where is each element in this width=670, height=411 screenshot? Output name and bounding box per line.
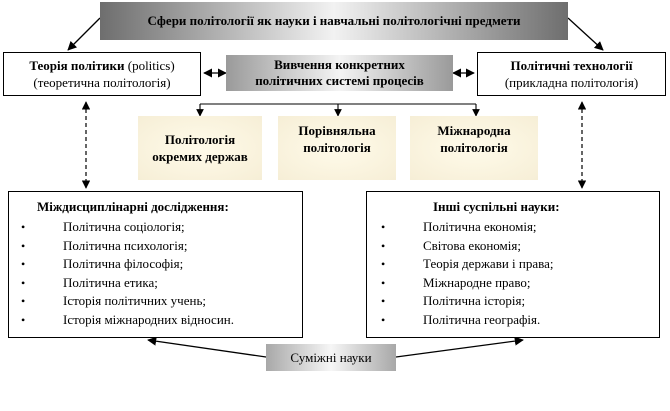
list-item: •Світова економія; xyxy=(381,237,521,253)
list-item: •Політична етика; xyxy=(21,274,158,290)
other-box: Інші суспільні науки: •Політична економі… xyxy=(366,191,660,338)
study-box: Вивчення конкретних політичних системі п… xyxy=(226,55,453,91)
arrow-related-other xyxy=(395,336,524,358)
diagram-title: Сфери політології як науки і навчальні п… xyxy=(100,2,568,40)
theory-subtitle: (теоретична політологія) xyxy=(33,75,171,90)
tech-box: Політичні технології (прикладна політоло… xyxy=(477,52,666,96)
inter-box: Міждисциплінарні дослідження: •Політична… xyxy=(8,191,303,338)
tech-subtitle: (прикладна політологія) xyxy=(504,75,639,90)
other-list: •Політична економія; •Світова економія; … xyxy=(381,218,554,329)
list-item: •Міжнародне право; xyxy=(381,274,531,290)
list-item: •Теорія держави і права; xyxy=(381,256,554,271)
list-item: •Політична географія. xyxy=(381,311,541,327)
related-box: Суміжні науки xyxy=(266,344,396,371)
theory-title: Теорія політики xyxy=(29,58,125,73)
tech-title: Політичні технології xyxy=(510,58,633,73)
arrow-title-tech xyxy=(567,17,604,51)
list-item: •Політична історія; xyxy=(381,293,526,308)
list-item: •Політична економія; xyxy=(381,219,537,234)
list-item: •Політична філософія; xyxy=(21,256,184,271)
list-item: •Політична психологія; xyxy=(21,237,188,253)
theory-paren: (politics) xyxy=(124,58,175,73)
sub-box-states: Політологія окремих держав xyxy=(138,116,262,180)
inter-list: •Політична соціологія; •Політична психол… xyxy=(21,218,234,329)
arrow-title-theory xyxy=(67,17,101,51)
sub-box-international: Міжнародна політологія xyxy=(410,116,538,180)
other-heading: Інші суспільні науки: xyxy=(433,199,560,214)
inter-heading: Міждисциплінарні дослідження: xyxy=(37,199,229,214)
arrow-related-inter xyxy=(147,336,267,358)
list-item: •Історія політичних учень; xyxy=(21,293,206,308)
theory-box: Теорія політики (politics) (теоретична п… xyxy=(3,52,201,96)
sub-box-comparative: Порівняльна політологія xyxy=(278,116,396,180)
list-item: •Історія міжнародних відносин. xyxy=(21,311,234,327)
list-item: •Політична соціологія; xyxy=(21,219,185,234)
